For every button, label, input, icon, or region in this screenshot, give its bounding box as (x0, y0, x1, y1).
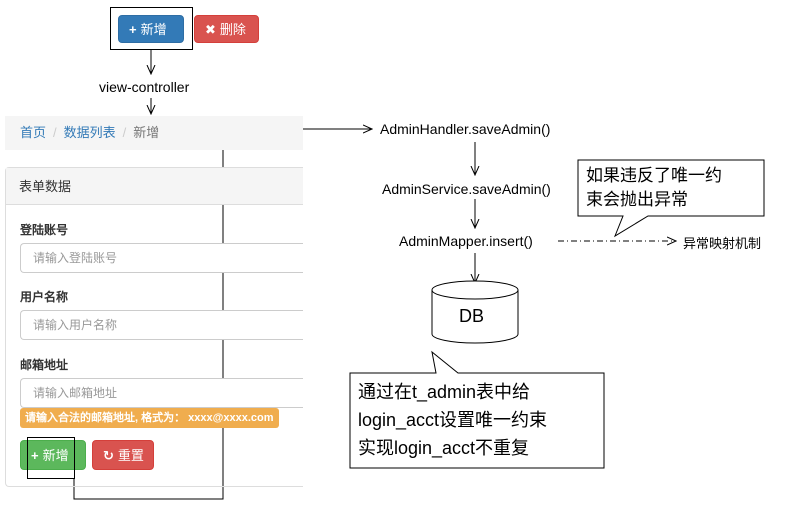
callout-unique-bubble (577, 159, 765, 238)
top-delete-label: 删除 (219, 22, 246, 37)
plus-icon: + (31, 448, 39, 463)
breadcrumb-separator: / (122, 125, 127, 140)
callout-unique-line: 束会抛出异常 (586, 190, 688, 209)
callout-note-line: 实现login_acct不重复 (358, 438, 530, 458)
form-reset-button[interactable]: ↻重置 (92, 440, 154, 470)
callout-unique-text: 如果违反了唯一约 束会抛出异常 (586, 164, 722, 212)
mapper-node: AdminMapper.insert() (399, 233, 533, 249)
view-controller-label: view-controller (99, 79, 190, 95)
form-add-button[interactable]: +新增 (20, 440, 86, 470)
breadcrumb-home[interactable]: 首页 (20, 125, 47, 140)
top-add-label: 新增 (140, 22, 167, 37)
breadcrumb-separator: / (53, 125, 57, 140)
callout-note-line: login_acct设置唯一约束 (358, 410, 548, 430)
account-input[interactable]: 请输入登陆账号 (20, 243, 303, 273)
username-input[interactable]: 请输入用户名称 (20, 310, 303, 340)
breadcrumb: 首页 / 数据列表 / 新增 (5, 116, 303, 150)
plus-icon: + (129, 22, 137, 37)
breadcrumb-list[interactable]: 数据列表 (63, 125, 116, 140)
email-input[interactable]: 请输入邮箱地址 (20, 378, 303, 408)
db-label: DB (459, 306, 485, 326)
callout-note-bubble (349, 350, 605, 469)
exception-node: 异常映射机制 (683, 236, 762, 251)
top-add-button[interactable]: +新增 (118, 15, 184, 43)
form-panel: 表单数据 (5, 167, 303, 487)
service-node: AdminService.saveAdmin() (382, 181, 551, 197)
handler-node: AdminHandler.saveAdmin() (380, 121, 551, 137)
email-label: 邮箱地址 (20, 358, 69, 372)
form-reset-label: 重置 (117, 448, 144, 463)
breadcrumb-current: 新增 (133, 125, 160, 140)
refresh-icon: ↻ (103, 448, 114, 463)
callout-unique-line: 如果违反了唯一约 (586, 166, 722, 185)
highlight-frame-top-add (110, 7, 193, 50)
username-label: 用户名称 (20, 290, 69, 304)
account-label: 登陆账号 (20, 223, 69, 237)
panel-title: 表单数据 (6, 168, 303, 205)
callout-note-line: 通过在t_admin表中给 (358, 382, 531, 402)
top-delete-button[interactable]: ✖删除 (194, 15, 259, 43)
form-add-label: 新增 (42, 448, 69, 463)
email-warning: 请输入合法的邮箱地址, 格式为： xxxx@xxxx.com (20, 408, 279, 428)
db-cylinder (431, 280, 519, 344)
highlight-frame-form-add (27, 437, 75, 479)
callout-note-text: 通过在t_admin表中给 login_acct设置唯一约束 实现login_a… (358, 378, 547, 462)
close-icon: ✖ (205, 22, 216, 37)
